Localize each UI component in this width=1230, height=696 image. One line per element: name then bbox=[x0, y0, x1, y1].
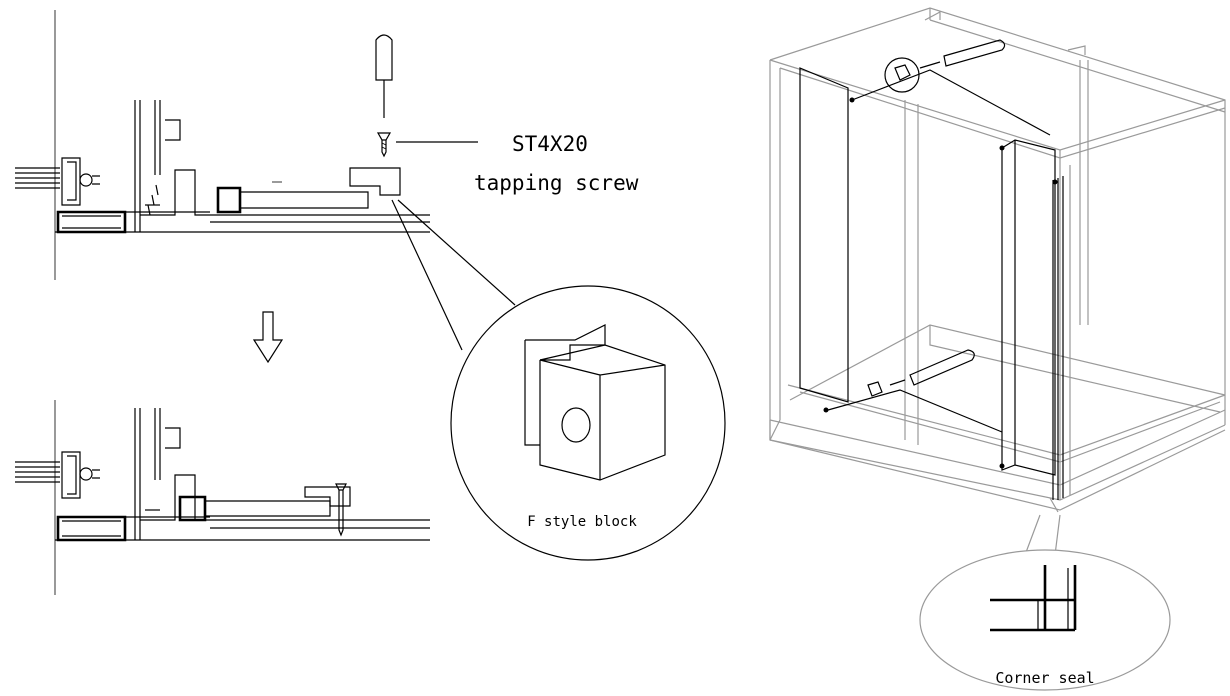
post-profile-top bbox=[134, 100, 210, 232]
enclosure-top-screw-icon bbox=[884, 39, 1006, 93]
base-profile-bottom bbox=[55, 515, 210, 542]
wall-anchor-top bbox=[15, 157, 100, 206]
glass-panel-top bbox=[210, 181, 430, 233]
down-arrow-icon bbox=[252, 311, 284, 364]
glass-panel-bottom bbox=[178, 483, 430, 541]
f-block-top bbox=[349, 167, 401, 196]
f-block-zoom: F style block bbox=[450, 285, 726, 561]
top-section-view bbox=[15, 10, 516, 351]
enclosure-bottom-screw-icon bbox=[867, 349, 975, 397]
screwdriver-icon bbox=[375, 34, 393, 118]
post-profile-bottom bbox=[134, 408, 210, 540]
tapping-screw-icon bbox=[376, 132, 478, 158]
corner-seal-label: Corner seal bbox=[995, 669, 1094, 687]
base-profile-top bbox=[55, 210, 210, 234]
bottom-section-view bbox=[15, 400, 430, 595]
screw-code-label: ST4X20 bbox=[512, 132, 588, 156]
shower-enclosure-3d bbox=[769, 7, 1226, 511]
screw-desc-label: tapping screw bbox=[474, 171, 639, 195]
corner-seal-zoom: Corner seal bbox=[919, 497, 1171, 691]
f-block-label: F style block bbox=[527, 514, 637, 530]
wall-anchor-bottom bbox=[15, 451, 100, 499]
